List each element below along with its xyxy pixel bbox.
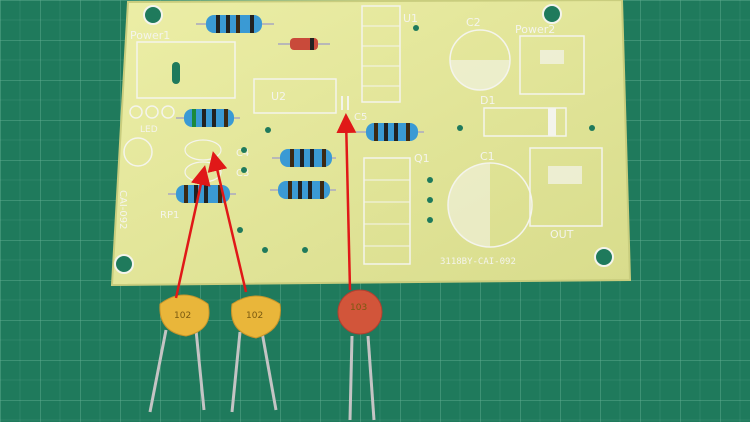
ceramic-cap-right: 103: [337, 289, 383, 421]
c2-footprint: C2: [449, 16, 511, 91]
cap-left-code: 102: [174, 311, 191, 321]
u2-label: U2: [271, 90, 286, 103]
resistor-left-mid: [176, 109, 240, 127]
cap-right-code: 103: [350, 303, 367, 313]
resistor-r4: [272, 149, 336, 167]
resistor-c5: [356, 123, 424, 141]
resistors: [168, 15, 424, 203]
pointer-arrows: [174, 113, 357, 299]
d1-label: D1: [480, 94, 495, 107]
solder-pads: [237, 25, 595, 253]
c4-label: C4: [236, 148, 249, 159]
arrow-to-c4: [207, 151, 248, 293]
rp1-label: RP1: [160, 210, 179, 221]
q1-footprint: Q1: [363, 152, 430, 265]
power1-footprint: Power1: [129, 29, 236, 119]
resistor-top: [196, 15, 274, 33]
u1-label: U1: [403, 12, 418, 25]
c2-label: C2: [466, 16, 481, 29]
power2-label: Power2: [515, 23, 555, 36]
power2-footprint: Power2: [515, 23, 585, 95]
out-label: OUT: [550, 228, 574, 241]
u2-footprint: U2: [253, 78, 337, 114]
c5-footprint: C5: [341, 96, 367, 123]
c1-footprint: C1: [447, 150, 533, 248]
cap-middle-code: 102: [246, 311, 263, 321]
arrow-to-c5: [336, 113, 357, 291]
ceramic-cap-left: 102: [148, 294, 210, 413]
board-bottom-label: 3118BY-CAI-092: [440, 257, 516, 267]
q1-label: Q1: [414, 152, 430, 165]
board-left-label: CAI-092: [117, 190, 128, 229]
ceramic-cap-middle: 102: [230, 295, 281, 413]
mounting-holes: [114, 4, 614, 274]
u1-footprint: U1: [361, 5, 418, 103]
c1-label: C1: [480, 150, 495, 163]
c5-label: C5: [354, 112, 367, 123]
resistor-rp1: [168, 185, 236, 203]
c3-label: C3: [236, 168, 249, 179]
resistor-r5: [270, 181, 336, 199]
d1-footprint: D1: [480, 94, 567, 137]
diode-small: [278, 38, 330, 50]
arrow-to-c3: [174, 165, 211, 299]
power1-label: Power1: [130, 29, 170, 42]
led-label: LED: [140, 125, 158, 135]
out-footprint: OUT: [529, 147, 603, 241]
led-footprint: LED: [123, 125, 158, 167]
